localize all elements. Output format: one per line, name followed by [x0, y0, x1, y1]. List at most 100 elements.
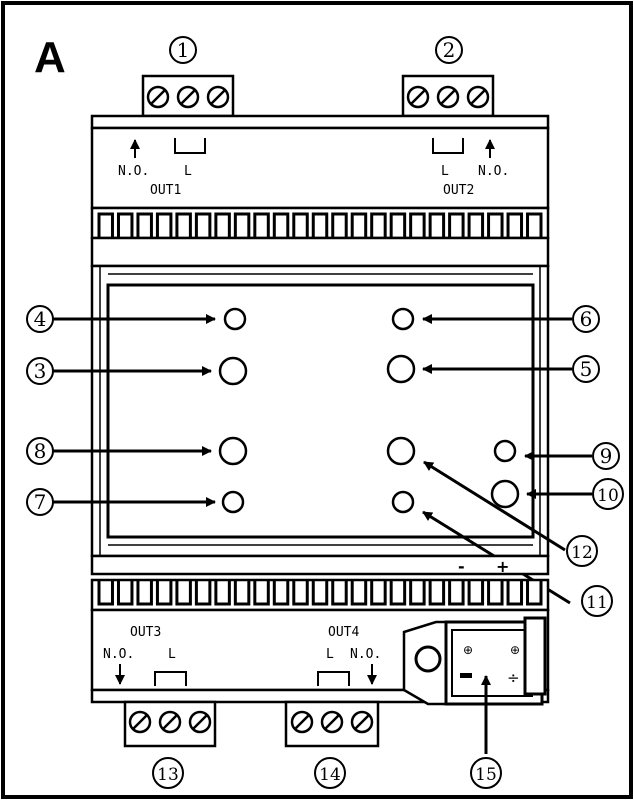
- out2-no-label: N.O.: [478, 164, 509, 179]
- vent-slot: [350, 580, 368, 606]
- vent-slot: [350, 212, 368, 238]
- vent-slot: [448, 212, 465, 238]
- svg-text:15: 15: [475, 765, 497, 785]
- callout-8: 8: [26, 437, 54, 465]
- vent-slot: [331, 580, 348, 606]
- callout-14: 14: [314, 757, 346, 789]
- vent-slot: [409, 212, 426, 238]
- top-shoulder: [90, 236, 550, 268]
- vent-slot: [487, 580, 504, 606]
- vent-slot: [272, 580, 290, 606]
- vent-slot: [136, 580, 153, 606]
- svg-text:9: 9: [600, 444, 613, 468]
- vent-slot: [233, 580, 251, 606]
- top-vent-strip: [90, 206, 550, 240]
- callout-5: 5: [572, 355, 600, 383]
- out4-l-label: L: [326, 647, 334, 662]
- vent-slot: [175, 212, 192, 238]
- front-panel-inner: [106, 283, 535, 539]
- vent-slot: [116, 212, 134, 238]
- callout-6: 6: [572, 305, 600, 333]
- vent-slot: [467, 212, 485, 238]
- svg-text:⊕: ⊕: [463, 643, 473, 657]
- vent-slot: [155, 580, 173, 606]
- svg-text:8: 8: [34, 439, 47, 463]
- callout-12: 12: [566, 535, 598, 567]
- svg-text:12: 12: [571, 543, 593, 563]
- led-9: [493, 439, 517, 463]
- vent-slot: [116, 580, 134, 606]
- svg-text:7: 7: [34, 490, 47, 514]
- vent-slot: [233, 212, 251, 238]
- terminal-block-out1: [141, 74, 235, 118]
- vent-slot: [155, 212, 173, 238]
- svg-text:14: 14: [319, 765, 341, 785]
- led-7: [221, 490, 245, 514]
- callout-3: 3: [26, 357, 54, 385]
- terminal-block-out2: [401, 74, 495, 118]
- led-8: [218, 436, 248, 466]
- vent-slot: [389, 212, 407, 238]
- led-3: [218, 356, 248, 386]
- out1-l-label: L: [184, 164, 192, 179]
- svg-text:2: 2: [443, 38, 456, 62]
- vent-slot: [448, 580, 465, 606]
- led-11: [391, 490, 415, 514]
- vent-slot: [253, 212, 270, 238]
- svg-text:6: 6: [580, 307, 593, 331]
- out4-label: OUT4: [328, 625, 359, 640]
- vent-slot: [97, 580, 114, 606]
- panel-letter: A: [34, 33, 66, 82]
- callout-4: 4: [26, 305, 54, 333]
- out2-l-label: L: [441, 164, 449, 179]
- terminal-block-out3: [123, 700, 217, 748]
- callout-2: 2: [435, 36, 463, 64]
- out1-label: OUT1: [150, 183, 181, 198]
- vent-slot: [97, 212, 114, 238]
- vent-slot: [292, 212, 309, 238]
- out3-no-label: N.O.: [103, 647, 134, 662]
- out3-l-label: L: [168, 647, 176, 662]
- vent-slot: [506, 580, 524, 606]
- svg-text:÷: ÷: [507, 669, 520, 687]
- out1-no-label: N.O.: [118, 164, 149, 179]
- vent-slot: [389, 580, 407, 606]
- vent-slot: [292, 580, 309, 606]
- callout-7: 7: [26, 488, 54, 516]
- svg-text:3: 3: [34, 359, 47, 383]
- led-12: [386, 436, 416, 466]
- led-5: [386, 354, 416, 384]
- out2-label: OUT2: [443, 183, 474, 198]
- vent-slot: [136, 212, 153, 238]
- svg-text:13: 13: [157, 765, 179, 785]
- vent-slot: [526, 580, 543, 606]
- bottom-shoulder: [90, 554, 550, 576]
- vent-slot: [194, 212, 212, 238]
- vent-slot: [526, 212, 543, 238]
- vent-slot: [487, 212, 504, 238]
- callout-1: 1: [169, 36, 197, 64]
- button-10: [490, 479, 520, 509]
- vent-slot: [370, 212, 387, 238]
- vent-slot: [370, 580, 387, 606]
- vent-slot: [272, 212, 290, 238]
- callout-9: 9: [592, 442, 620, 470]
- terminal-block-out4: [284, 700, 380, 748]
- vent-slot: [428, 212, 446, 238]
- vent-slot: [253, 580, 270, 606]
- svg-text:1: 1: [177, 38, 190, 62]
- svg-text:11: 11: [586, 593, 608, 613]
- vent-slot: [331, 212, 348, 238]
- out4-no-label: N.O.: [350, 647, 381, 662]
- power-minus-label: -: [458, 557, 465, 576]
- led-4: [223, 307, 247, 331]
- vent-slot: [467, 580, 485, 606]
- power-plus-label: +: [496, 557, 509, 576]
- callout-10: 10: [592, 478, 624, 510]
- svg-text:5: 5: [580, 357, 593, 381]
- svg-text:⊕: ⊕: [510, 643, 520, 657]
- vent-slot: [214, 580, 231, 606]
- vent-slot: [311, 580, 329, 606]
